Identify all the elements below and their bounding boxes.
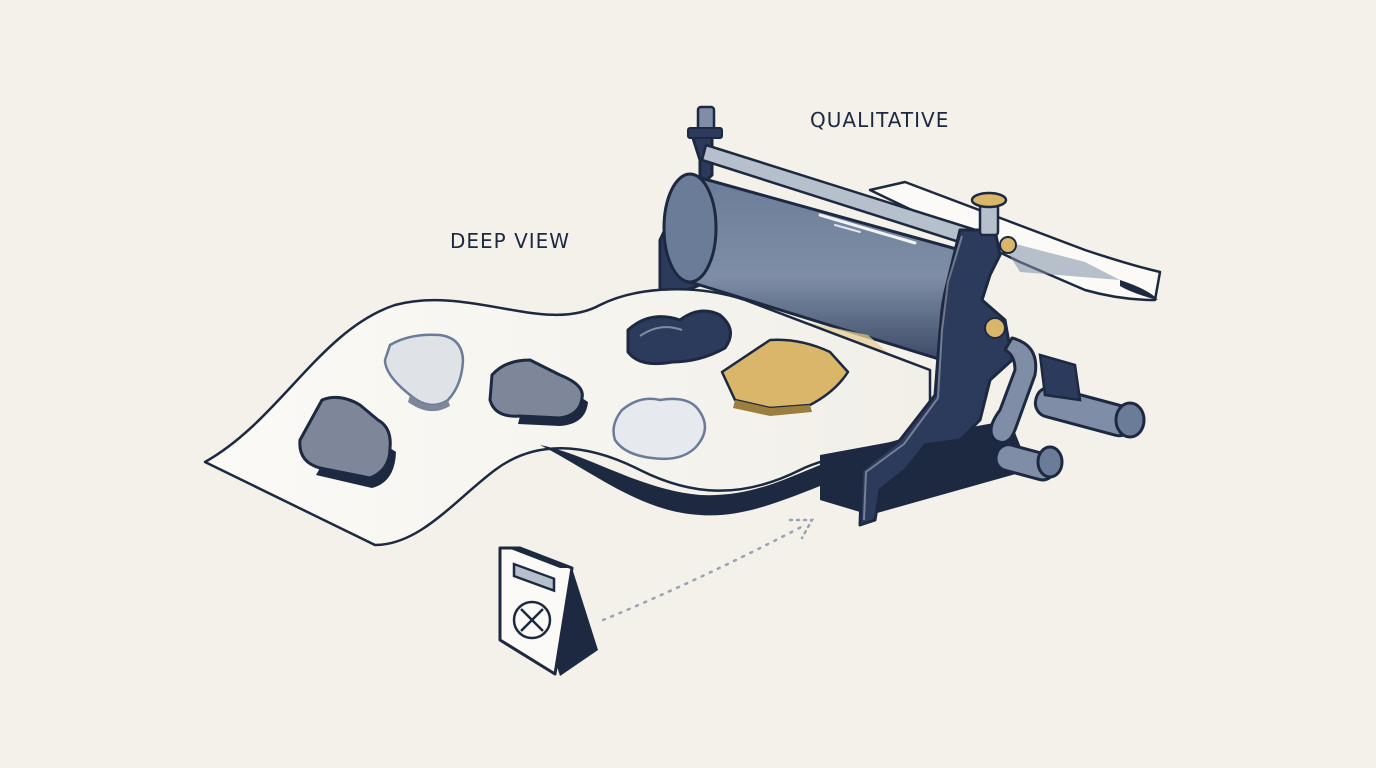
stone-4 — [612, 397, 707, 461]
paper-exit-shade — [1000, 240, 1120, 280]
roller-highlight-2 — [834, 224, 861, 233]
stone-5-highlight — [639, 326, 683, 337]
press-frame-right — [858, 228, 1014, 527]
stone-gold — [720, 338, 850, 410]
crank-arm — [989, 336, 1038, 444]
qualitative-label: QUALITATIVE — [810, 108, 949, 132]
stone-gold-edge — [733, 400, 812, 416]
press-post-cap-left — [687, 127, 723, 139]
scale-meter-icon — [498, 546, 598, 676]
stone-3-shadow — [518, 398, 588, 426]
press-knob — [970, 191, 1008, 209]
stone-5 — [626, 309, 732, 366]
paper-exit-edge — [1120, 280, 1158, 300]
press-roller-end-left — [662, 172, 718, 284]
press-post-right — [978, 203, 1000, 237]
crank-grip-upper-end — [1114, 401, 1146, 439]
deep-view-label: DEEP VIEW — [450, 229, 570, 253]
dotted-arrow — [601, 523, 807, 622]
crank-grip-lower-end — [1036, 445, 1064, 479]
press-bolt-mid — [984, 317, 1006, 339]
paper-underside — [540, 445, 870, 516]
dotted-arrow-head — [788, 518, 815, 540]
press-frame-right-outline — [863, 235, 963, 521]
crank-hub — [1038, 353, 1082, 402]
stone-1-shadow — [316, 448, 396, 488]
roller-highlight — [818, 213, 917, 245]
stone-2-edge — [408, 395, 450, 412]
stone-2 — [383, 333, 465, 407]
press-bolt-top — [999, 236, 1017, 254]
